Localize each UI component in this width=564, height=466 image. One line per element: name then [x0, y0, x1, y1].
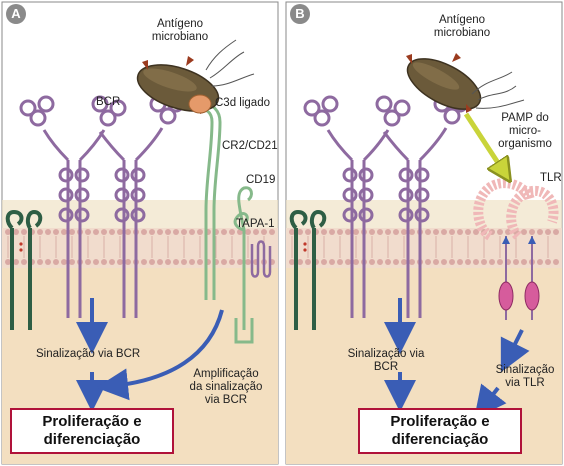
panel-b-membrane [286, 228, 562, 268]
panel-a-ig-alpha-beta [5, 209, 43, 330]
panel-a-result-box: Proliferação e diferenciação [10, 408, 174, 454]
panel-a-microbe [136, 39, 255, 114]
panel-b-bcr [303, 95, 469, 318]
panel-a-bcr [19, 95, 185, 318]
panel-a-membrane [2, 228, 278, 268]
panel-a-cd19-label: CD19 [246, 174, 276, 186]
panel-b-result-box: Proliferação e diferenciação [358, 408, 522, 454]
panel-a-cd19 [233, 186, 254, 344]
panel-a-c3d [188, 94, 212, 114]
panel-b-microbe [406, 53, 525, 113]
panel-b-ig-alpha-beta [289, 209, 327, 330]
panel-a-signal-label: Sinalização via BCR [36, 348, 141, 360]
panel-b-graphics [285, 1, 563, 465]
panel-b-pamp-label: PAMP do micro- organismo [498, 112, 552, 150]
panel-a-antigen-label: Antígeno microbiano [151, 18, 209, 43]
panel-a-c3d-label: C3d ligado [215, 97, 270, 109]
panel-b-arrow-tlr-down [474, 383, 507, 419]
panel-b-letter: B [290, 4, 310, 24]
panel-b-arrow-pamp [463, 112, 504, 172]
panel-b-arrow-tlr [500, 329, 530, 373]
panel-a-tapa1-label: TAPA-1 [236, 218, 275, 230]
panel-b-arrows [384, 112, 530, 419]
panel-b-tlr-label: TLR [540, 172, 562, 184]
panel-a-arrow-amplification [96, 309, 224, 401]
panel-a-cr2-label: CR2/CD21 [222, 140, 278, 152]
panel-a-letter: A [6, 4, 26, 24]
panel-b-signal-tlr-label: Sinalização via TLR [495, 364, 555, 389]
panel-a-bcr-label: BCR [96, 96, 121, 108]
panel-b-antigen-label: Antígeno microbiano [433, 14, 491, 39]
panel-a-arrows [76, 298, 224, 412]
panel-b-signal-bcr-label: Sinalização via BCR [347, 348, 425, 373]
panel-b-tlr [473, 178, 559, 320]
panel-a-amplification-label: Amplificação da sinalização via BCR [189, 368, 263, 406]
panel-a-tapa1 [250, 240, 272, 278]
